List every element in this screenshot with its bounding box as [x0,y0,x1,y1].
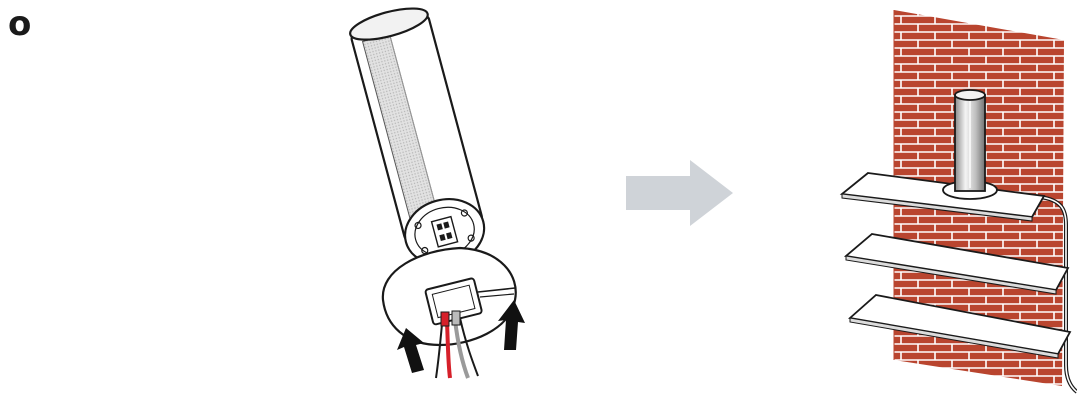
speaker-icon [942,89,998,200]
shelf-icon [843,233,1070,295]
step-label: o [8,4,32,44]
mounting-base-icon [381,246,517,379]
speaker-icon [349,7,486,266]
push-up-arrow-icon [397,328,424,373]
push-up-arrow-icon [498,300,525,350]
arrow-right-icon [626,160,733,226]
shelf-icon [848,294,1072,359]
